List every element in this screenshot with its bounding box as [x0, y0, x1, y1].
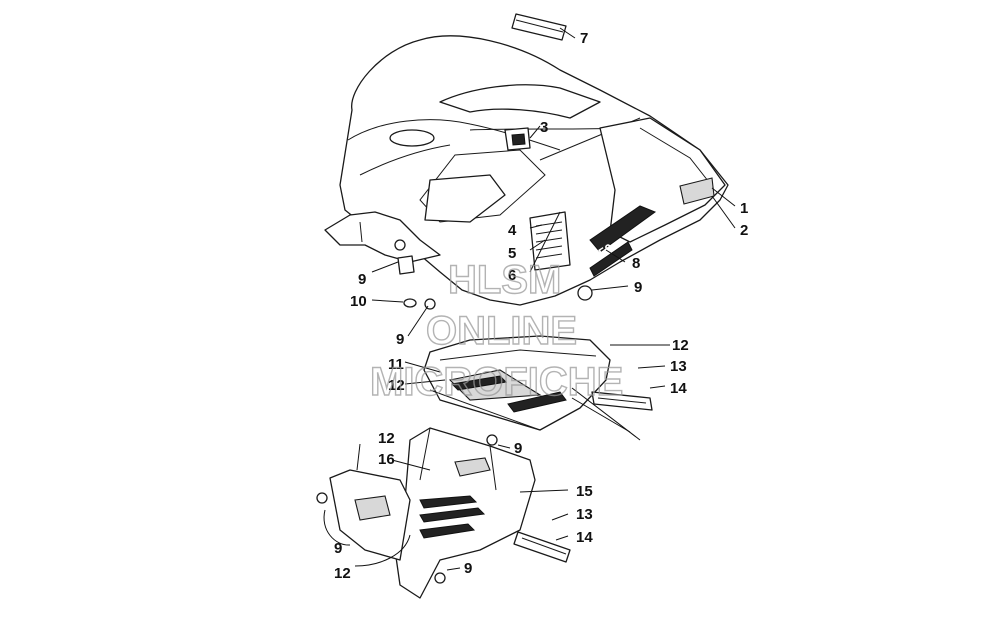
callout-15: 15 [576, 483, 593, 500]
callout-9-e: 9 [334, 540, 342, 557]
callout-12-c: 12 [378, 430, 395, 447]
callout-12-b: 12 [388, 377, 405, 394]
callout-8: 8 [632, 255, 640, 272]
decal-7 [511, 13, 567, 41]
running-board-trim-upper [591, 391, 653, 411]
callout-13-a: 13 [670, 358, 687, 375]
callout-9-f: 9 [464, 560, 472, 577]
watermark-line-3: MICROFICHE [370, 360, 623, 404]
callout-12-d: 12 [334, 565, 351, 582]
callout-labels: 1 2 3 4 5 6 7 8 9 9 9 9 9 9 10 11 12 12 … [334, 30, 748, 582]
callout-12-a: 12 [672, 337, 689, 354]
callout-11: 11 [388, 356, 404, 373]
watermark-line-1: HLSM [448, 258, 561, 302]
callout-10: 10 [350, 293, 367, 310]
callout-16: 16 [378, 451, 395, 468]
callout-5: 5 [508, 245, 516, 262]
callout-4: 4 [508, 222, 517, 239]
running-board-trim-lower [513, 531, 571, 563]
callout-14-b: 14 [576, 529, 593, 546]
callout-6: 6 [508, 267, 516, 284]
watermark: HLSM ONLINE MICROFICHE [369, 257, 624, 404]
callout-13-b: 13 [576, 506, 593, 523]
watermark-line-2: ONLINE [426, 309, 577, 353]
callout-14-a: 14 [670, 380, 687, 397]
callout-9-b: 9 [634, 279, 642, 296]
callout-9-d: 9 [514, 440, 522, 457]
rear-fender-assembly: 450 [324, 35, 729, 310]
callout-7: 7 [580, 30, 588, 47]
right-footwell [423, 335, 611, 431]
callout-1: 1 [740, 200, 748, 217]
callout-2: 2 [740, 222, 748, 239]
left-footwell [316, 427, 536, 599]
callout-3: 3 [540, 119, 548, 136]
leader-lines [323, 27, 736, 571]
callout-9-a: 9 [358, 271, 366, 288]
callout-9-c: 9 [396, 331, 404, 348]
